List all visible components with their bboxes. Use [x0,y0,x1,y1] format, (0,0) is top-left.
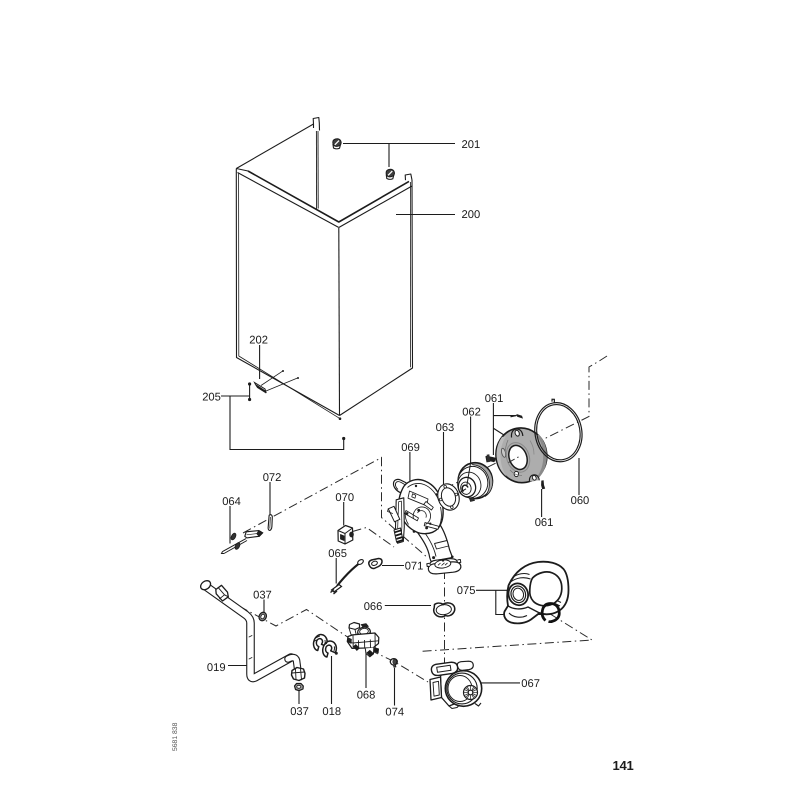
svg-text:141: 141 [613,758,634,773]
svg-text:201: 201 [462,139,481,151]
svg-text:067: 067 [521,678,540,690]
svg-text:037: 037 [290,706,309,718]
svg-text:061: 061 [485,393,504,405]
svg-text:068: 068 [357,690,376,702]
svg-text:066: 066 [364,601,383,613]
svg-text:072: 072 [263,472,282,484]
svg-text:062: 062 [462,407,481,419]
svg-text:074: 074 [385,707,404,719]
svg-text:064: 064 [222,496,241,508]
svg-text:019: 019 [207,662,226,674]
svg-text:069: 069 [401,442,420,454]
svg-text:071: 071 [405,561,424,573]
svg-text:018: 018 [322,706,341,718]
svg-text:202: 202 [249,335,268,347]
svg-text:060: 060 [571,495,590,507]
svg-text:063: 063 [436,422,455,434]
svg-text:075: 075 [457,585,476,597]
svg-text:5681 838: 5681 838 [172,722,179,751]
svg-text:065: 065 [328,548,347,560]
svg-text:205: 205 [202,391,221,403]
svg-text:037: 037 [253,589,272,601]
svg-text:070: 070 [335,492,354,504]
svg-text:061: 061 [535,517,554,529]
svg-text:200: 200 [462,209,481,221]
